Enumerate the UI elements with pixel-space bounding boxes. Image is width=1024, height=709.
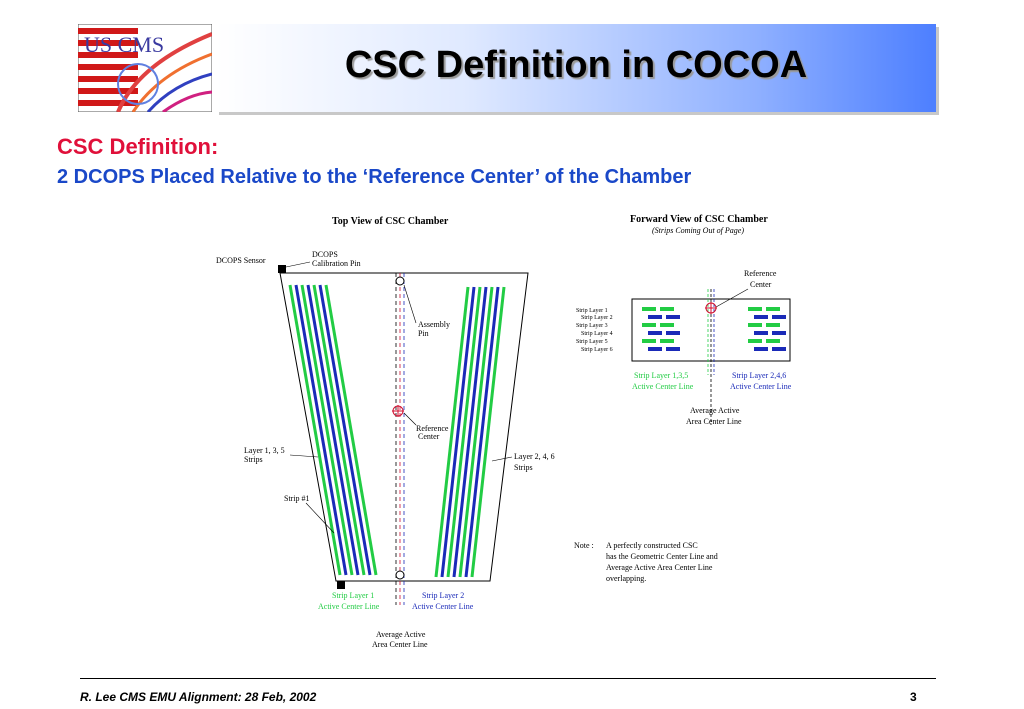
top-view: Top View of CSC Chamber <box>216 216 555 649</box>
fv-avg-label-2: Area Center Line <box>686 417 742 426</box>
fv-left-strips <box>642 307 680 351</box>
fv-reference-center-icon <box>705 302 717 314</box>
note-line: overlapping. <box>606 574 646 583</box>
fv-avg-label: Average Active <box>690 406 740 415</box>
dcops-sensor-top <box>278 265 286 273</box>
forward-view-title: Forward View of CSC Chamber <box>630 214 768 225</box>
dcops-calib-label: DCOPS <box>312 250 338 259</box>
reference-center-icon <box>392 405 404 417</box>
fv-layer-label: Strip Layer 2 <box>581 315 613 321</box>
note-label: Note : <box>574 541 594 550</box>
layer-246-strips <box>434 286 506 578</box>
dcops-sensor-bottom <box>337 581 345 589</box>
note: Note : A perfectly constructed CSC has t… <box>574 541 718 583</box>
logo-text: US CMS <box>84 32 164 57</box>
page-number: 3 <box>910 690 917 704</box>
layer-135-label-2: Strips <box>244 455 263 464</box>
top-view-title: Top View of CSC Chamber <box>332 216 449 227</box>
flag-stripes-icon <box>78 28 138 106</box>
fv-reference-label: Reference <box>744 269 777 278</box>
note-line: A perfectly constructed CSC <box>606 541 698 550</box>
layer-246-label: Layer 2, 4, 6 <box>514 452 555 461</box>
strip-layer-1-label-2: Active Center Line <box>318 602 380 611</box>
forward-view-subtitle: (Strips Coming Out of Page) <box>652 226 744 235</box>
strip-layer-2-label-2: Active Center Line <box>412 602 474 611</box>
fv-l135-label: Strip Layer 1,3,5 <box>634 371 688 380</box>
us-cms-logo: US CMS <box>77 23 213 114</box>
layer-135-strips <box>288 284 378 576</box>
assembly-pin-bottom <box>395 570 405 580</box>
footer-credit: R. Lee CMS EMU Alignment: 28 Feb, 2002 <box>80 690 317 704</box>
dcops-calib-label-2: Calibration Pin <box>312 259 361 268</box>
fv-layer-label: Strip Layer 6 <box>581 347 613 353</box>
forward-view: Forward View of CSC Chamber (Strips Comi… <box>576 214 792 426</box>
reference-center-label-2: Center <box>418 432 440 441</box>
layer-246-label-2: Strips <box>514 463 533 472</box>
particle-tracks-icon <box>116 32 213 114</box>
strip-1-label: Strip #1 <box>284 494 310 503</box>
fv-l135-label-2: Active Center Line <box>632 382 694 391</box>
fv-layer-label: Strip Layer 4 <box>581 331 613 337</box>
reference-center-label: Reference <box>416 424 449 433</box>
chamber-outline <box>279 272 529 582</box>
fv-layer-label: Strip Layer 1 <box>576 308 608 314</box>
assembly-pin-label: Assembly <box>418 320 450 329</box>
footer-divider <box>80 678 936 679</box>
strip-layer-1-label: Strip Layer 1 <box>332 591 374 600</box>
section-subheading: 2 DCOPS Placed Relative to the ‘Referenc… <box>57 166 692 188</box>
csc-diagram: Top View of CSC Chamber <box>200 205 840 665</box>
assembly-pin-label-2: Pin <box>418 329 429 338</box>
avg-center-label: Average Active <box>376 630 426 639</box>
slide-title: CSC Definition in COCOA <box>344 44 808 86</box>
strip-layer-2-label: Strip Layer 2 <box>422 591 464 600</box>
layer-135-label: Layer 1, 3, 5 <box>244 446 285 455</box>
fv-layer-label: Strip Layer 5 <box>576 339 608 345</box>
note-line: has the Geometric Center Line and <box>606 552 718 561</box>
assembly-pin-top <box>395 276 405 286</box>
fv-right-strips <box>748 307 786 351</box>
fv-l246-label: Strip Layer 2,4,6 <box>732 371 786 380</box>
fv-reference-label-2: Center <box>750 280 772 289</box>
dcops-sensor-label: DCOPS Sensor <box>216 256 266 265</box>
fv-layer-label: Strip Layer 3 <box>576 323 608 329</box>
title-bar: CSC Definition in COCOA <box>216 24 936 112</box>
note-line: Average Active Area Center Line <box>606 563 713 572</box>
section-heading: CSC Definition: <box>57 134 219 159</box>
fv-l246-label-2: Active Center Line <box>730 382 792 391</box>
avg-center-label-2: Area Center Line <box>372 640 428 649</box>
